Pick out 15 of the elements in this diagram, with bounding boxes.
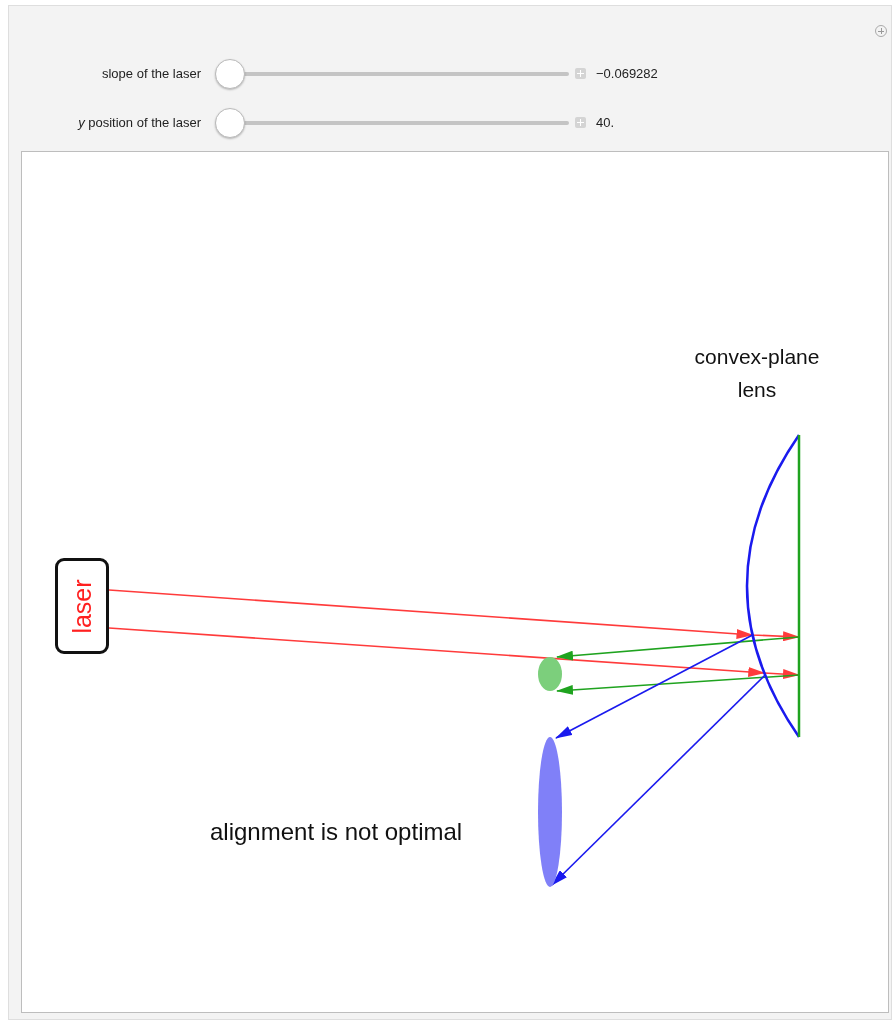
lens-label: convex-plane lens bbox=[693, 344, 821, 403]
laser-box bbox=[55, 558, 109, 654]
slider-value: 40. bbox=[596, 115, 615, 130]
light-ray bbox=[555, 634, 754, 739]
light-spot bbox=[538, 657, 562, 691]
light-ray bbox=[556, 674, 800, 695]
slider-label: y position of the laser bbox=[78, 115, 201, 130]
slider-label: slope of the laser bbox=[102, 66, 201, 81]
light-ray bbox=[551, 674, 766, 886]
lens-drawing bbox=[747, 435, 800, 737]
laser-label: laser bbox=[67, 578, 97, 634]
slider-value: −0.069282 bbox=[596, 66, 658, 81]
light-ray bbox=[556, 636, 800, 661]
status-note: alignment is not optimal bbox=[210, 818, 463, 846]
light-spot bbox=[538, 737, 562, 887]
